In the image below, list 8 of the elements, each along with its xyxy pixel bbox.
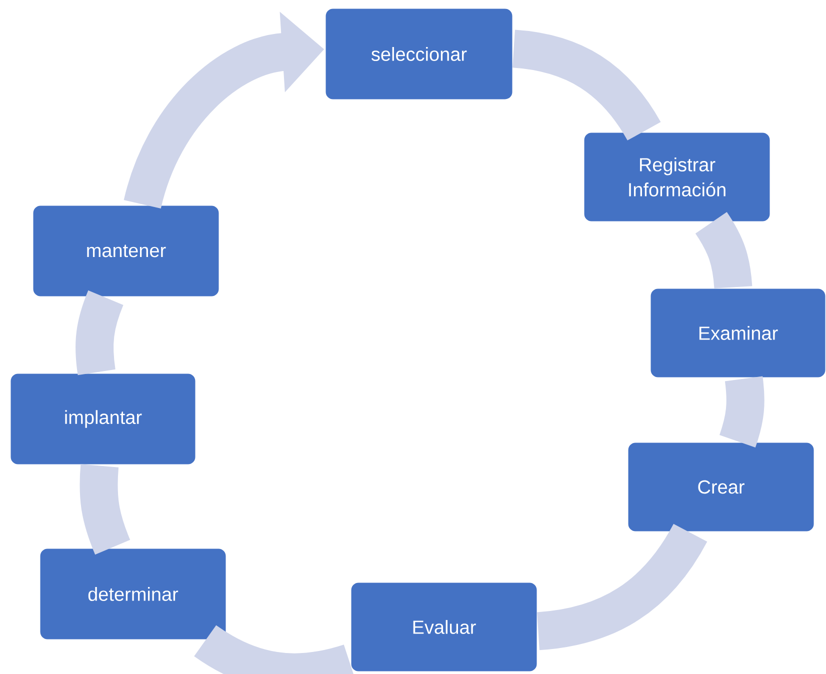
process-box: Evaluar <box>350 581 538 673</box>
process-box: seleccionar <box>324 7 514 101</box>
process-box: implantar <box>9 372 197 466</box>
process-box: Examinar <box>649 287 826 379</box>
process-box: Crear <box>626 441 816 533</box>
process-box: Registrar Información <box>582 131 772 223</box>
process-box: determinar <box>38 547 228 641</box>
process-box: mantener <box>32 204 220 298</box>
